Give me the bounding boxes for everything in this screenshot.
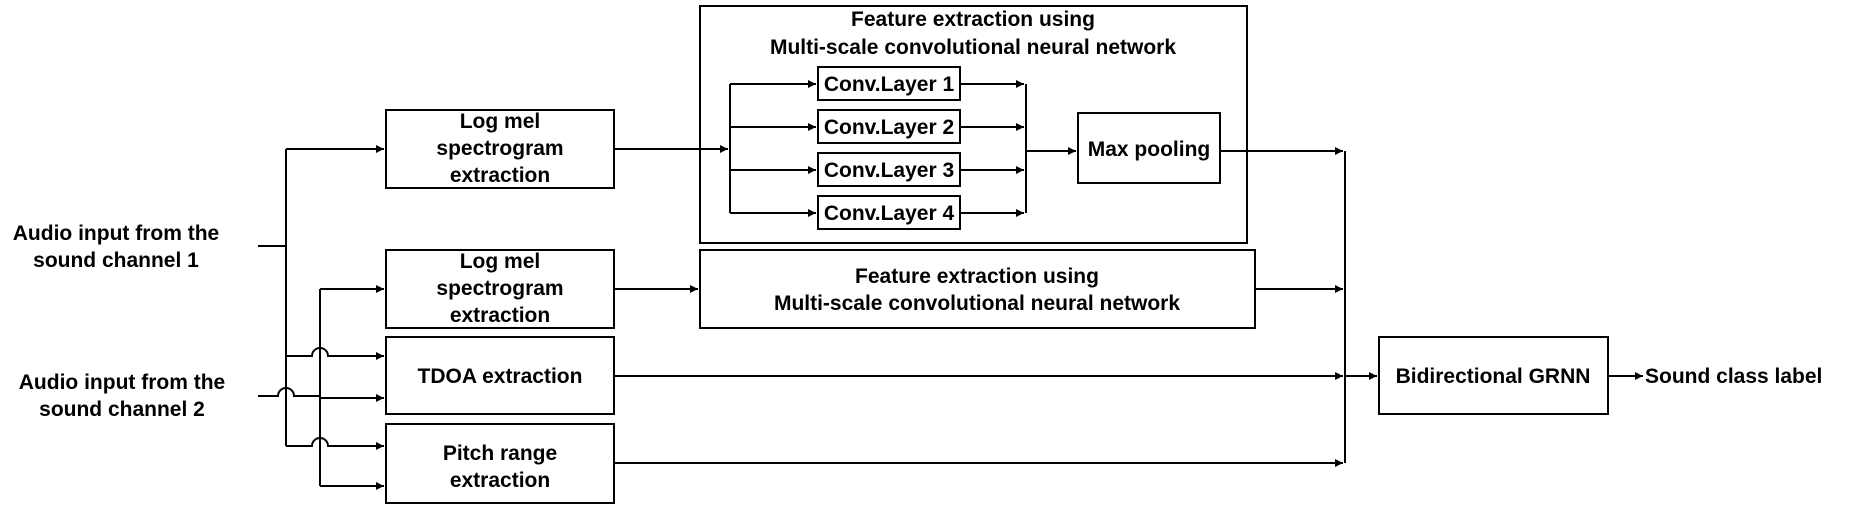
logmel-top-line2: spectrogram: [436, 137, 563, 160]
input-channel1-line2: sound channel 1: [33, 249, 199, 272]
logmel-top-box: [385, 109, 615, 189]
tdoa-label: TDOA extraction: [418, 365, 583, 388]
msc-cnn-collapsed-line1: Feature extraction using: [855, 265, 1099, 288]
logmel-top-line3: extraction: [450, 164, 550, 187]
conv-layer-1-label: Conv.Layer 1: [824, 73, 955, 96]
output-label: Sound class label: [1645, 365, 1822, 388]
input-channel2-line1: Audio input from the: [19, 371, 225, 394]
bigrnn-label: Bidirectional GRNN: [1396, 365, 1591, 388]
pitch-line1: Pitch range: [443, 442, 557, 465]
channel1-to-pitch-arrow: [286, 437, 384, 450]
input-channel1-line1: Audio input from the: [13, 222, 219, 245]
conv-layer-4-label: Conv.Layer 4: [824, 202, 955, 225]
conv-layer-2-box: [817, 109, 961, 144]
conv-layer-3-label: Conv.Layer 3: [824, 159, 954, 182]
pitch-line2: extraction: [450, 469, 550, 492]
max-pooling-box: [1077, 112, 1221, 184]
logmel-top-line1: Log mel: [460, 110, 541, 133]
msc-cnn-collapsed-box: [699, 249, 1256, 329]
conv-layer-2-label: Conv.Layer 2: [824, 116, 954, 139]
channel1-to-tdoa-arrow: [286, 347, 384, 360]
pitch-box: [385, 423, 615, 504]
conv-layer-4-box: [817, 195, 961, 230]
logmel-mid-box: [385, 249, 615, 329]
tdoa-box: [385, 336, 615, 415]
msc-cnn-group-title-line1: Feature extraction using: [851, 8, 1095, 31]
logmel-mid-line2: spectrogram: [436, 277, 563, 300]
logmel-mid-line1: Log mel: [460, 250, 541, 273]
conv-layer-1-box: [817, 66, 961, 101]
msc-cnn-group-title-line2: Multi-scale convolutional neural network: [770, 36, 1176, 59]
logmel-mid-line3: extraction: [450, 304, 550, 327]
input-channel2-line2: sound channel 2: [39, 398, 205, 421]
channel2-stub: [258, 387, 320, 397]
max-pooling-label: Max pooling: [1088, 138, 1211, 161]
msc-cnn-collapsed-line2: Multi-scale convolutional neural network: [774, 292, 1180, 315]
